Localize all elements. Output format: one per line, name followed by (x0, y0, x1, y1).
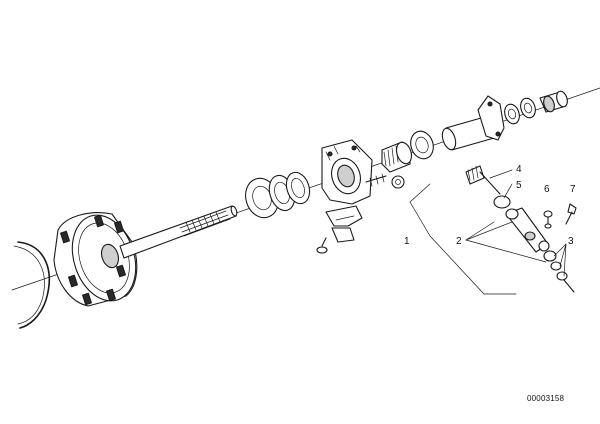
callout-5: 5 (516, 180, 522, 191)
pin-nut[interactable] (391, 175, 405, 189)
bearing-ring-c[interactable] (407, 128, 437, 161)
drive-pinion-gear[interactable] (465, 165, 501, 195)
shaft-tail[interactable] (563, 279, 575, 293)
leader-5 (503, 183, 513, 199)
release-bearing-housing[interactable] (321, 139, 373, 205)
clutch-drum[interactable] (53, 207, 146, 309)
pinion-sleeve[interactable] (493, 195, 511, 209)
leader-1 (409, 183, 517, 295)
seal-ring-b[interactable] (518, 96, 537, 119)
leader-4 (489, 169, 513, 179)
seal-ring-a[interactable] (502, 102, 521, 125)
oring-set[interactable] (543, 250, 568, 281)
bolt-7[interactable] (565, 203, 577, 225)
callout-1: 1 (404, 236, 410, 247)
fork-bracket[interactable] (325, 205, 363, 243)
callout-7: 7 (570, 184, 576, 195)
bearing-ring-b[interactable] (283, 169, 314, 206)
snap-ring[interactable] (13, 241, 50, 329)
main-shaft[interactable] (119, 205, 238, 259)
guide-sleeve[interactable] (440, 95, 505, 151)
leader-3 (553, 243, 567, 277)
pivot-pin[interactable] (365, 173, 387, 187)
bolt-small[interactable] (316, 237, 328, 254)
callout-4: 4 (516, 164, 522, 175)
callout-2: 2 (456, 236, 462, 247)
needle-bearing-a[interactable] (381, 140, 414, 173)
callout-6: 6 (544, 184, 550, 195)
screw-6[interactable] (543, 210, 553, 229)
callout-3: 3 (568, 236, 574, 247)
reference-code: 00003158 (527, 394, 565, 403)
end-cap[interactable] (539, 90, 569, 113)
drive-shaft-housing[interactable] (505, 207, 550, 253)
leader-2 (465, 221, 547, 263)
